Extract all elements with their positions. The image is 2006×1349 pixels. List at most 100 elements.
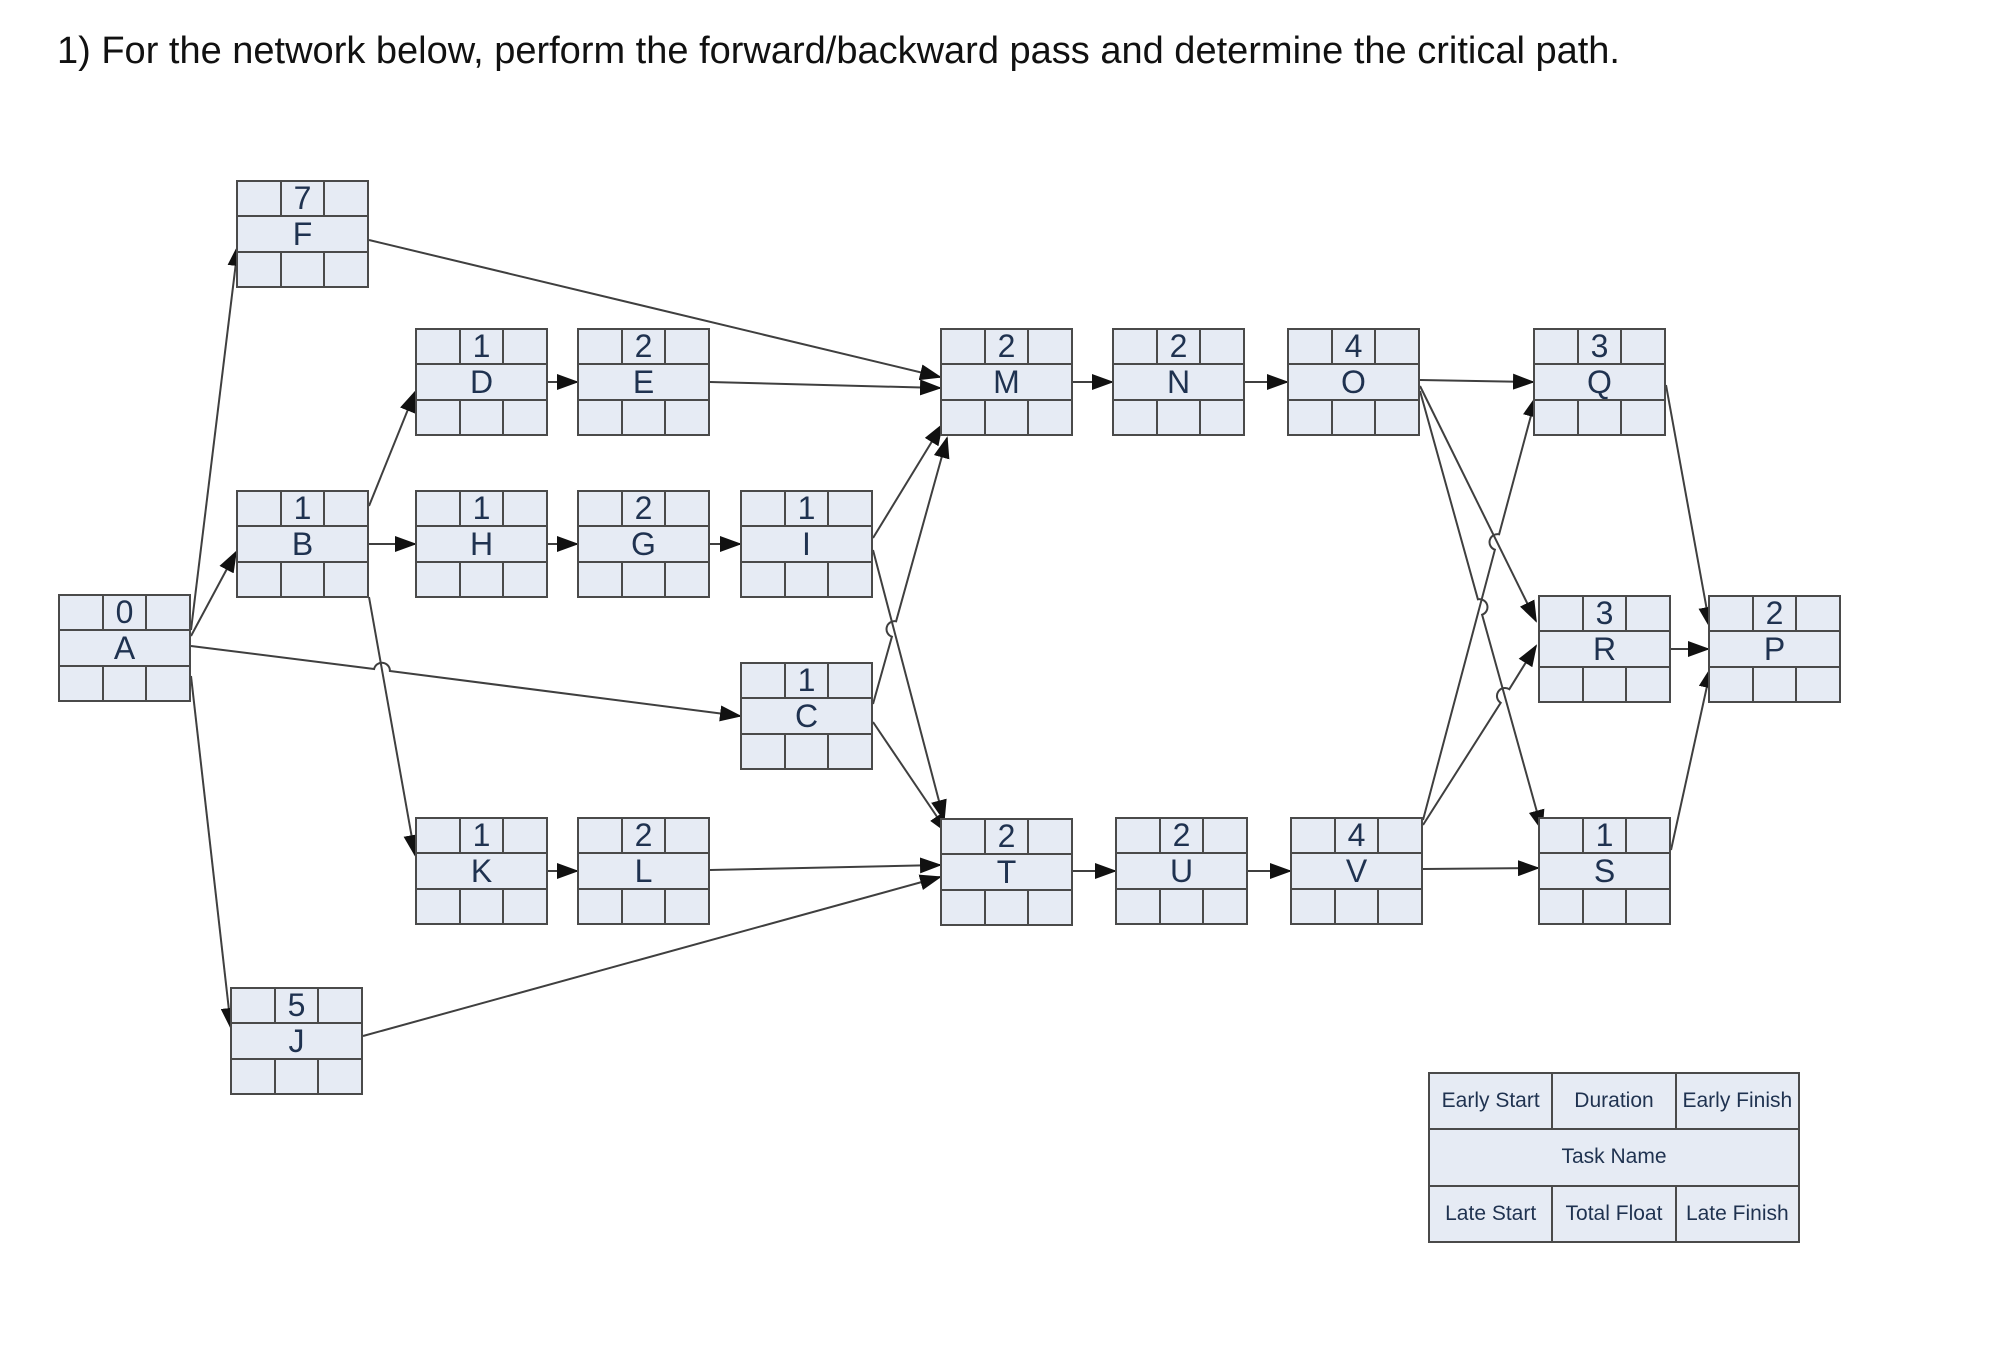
legend-early-start: Early Start bbox=[1430, 1074, 1552, 1129]
edge-V-R bbox=[1422, 644, 1538, 826]
cell-early-finish bbox=[325, 492, 367, 526]
cell-duration: 1 bbox=[460, 330, 503, 364]
cell-task-name: V bbox=[1292, 854, 1421, 888]
cell-duration: 2 bbox=[622, 330, 665, 364]
legend-duration: Duration bbox=[1553, 1074, 1675, 1129]
cell-early-finish bbox=[147, 596, 189, 630]
cell-early-start bbox=[1540, 819, 1582, 853]
cell-late-start bbox=[417, 562, 459, 596]
cell-duration: 2 bbox=[985, 820, 1028, 854]
cell-late-start bbox=[417, 400, 459, 434]
cell-early-finish bbox=[1627, 819, 1669, 853]
edge-B-K bbox=[368, 596, 420, 857]
cell-task-name: H bbox=[417, 527, 546, 561]
cell-total-float bbox=[785, 562, 828, 596]
cell-duration: 2 bbox=[1160, 819, 1203, 853]
cell-duration: 1 bbox=[785, 664, 828, 698]
cell-task-name: B bbox=[238, 527, 367, 561]
legend-late-finish: Late Finish bbox=[1676, 1186, 1798, 1241]
cell-task-name: A bbox=[60, 631, 189, 665]
cell-late-start bbox=[238, 252, 280, 286]
edge-V-Q bbox=[1422, 395, 1539, 821]
edge-I-M bbox=[872, 423, 944, 539]
edge-F-M bbox=[368, 239, 942, 381]
cell-late-start bbox=[579, 889, 621, 923]
cell-task-name: G bbox=[579, 527, 708, 561]
node-legend: Early Start Duration Early Finish Task N… bbox=[1428, 1072, 1800, 1243]
legend-task-name: Task Name bbox=[1430, 1130, 1798, 1185]
cell-late-finish bbox=[1379, 889, 1421, 923]
cell-late-start bbox=[1117, 889, 1159, 923]
cell-task-name: Q bbox=[1535, 365, 1664, 399]
legend-late-start: Late Start bbox=[1430, 1186, 1552, 1241]
cell-early-start bbox=[942, 330, 984, 364]
edge-L-T bbox=[709, 857, 942, 874]
cell-late-start bbox=[1540, 889, 1582, 923]
cell-late-start bbox=[1535, 400, 1577, 434]
cell-late-start bbox=[942, 890, 984, 924]
cell-duration: 1 bbox=[281, 492, 324, 526]
cell-late-finish bbox=[319, 1059, 361, 1093]
cell-early-start bbox=[742, 492, 784, 526]
cell-late-finish bbox=[1029, 400, 1071, 434]
cell-total-float bbox=[1160, 889, 1203, 923]
legend-early-finish: Early Finish bbox=[1676, 1074, 1798, 1129]
cell-early-finish bbox=[829, 492, 871, 526]
cell-total-float bbox=[785, 734, 828, 768]
cell-early-start bbox=[942, 820, 984, 854]
cell-task-name: T bbox=[942, 855, 1071, 889]
cell-task-name: P bbox=[1710, 632, 1839, 666]
edge-B-D bbox=[368, 390, 416, 507]
cell-late-finish bbox=[666, 562, 708, 596]
cell-late-start bbox=[1114, 400, 1156, 434]
edge-A-C bbox=[190, 645, 742, 722]
cell-total-float bbox=[460, 400, 503, 434]
cell-task-name: C bbox=[742, 699, 871, 733]
cell-late-finish bbox=[1627, 667, 1669, 701]
cell-total-float bbox=[1753, 667, 1796, 701]
cell-early-start bbox=[417, 330, 459, 364]
cell-total-float bbox=[985, 400, 1028, 434]
cell-total-float bbox=[281, 252, 324, 286]
cell-late-finish bbox=[666, 400, 708, 434]
cell-duration: 5 bbox=[275, 989, 318, 1023]
cell-early-start bbox=[60, 596, 102, 630]
edge-O-R bbox=[1419, 385, 1537, 623]
cell-early-finish bbox=[319, 989, 361, 1023]
cell-early-start bbox=[238, 492, 280, 526]
edge-C-T bbox=[872, 721, 950, 835]
edge-J-T bbox=[362, 874, 942, 1037]
exercise-title: 1) For the network below, perform the fo… bbox=[57, 30, 1620, 72]
cell-total-float bbox=[1583, 667, 1626, 701]
cell-late-start bbox=[742, 734, 784, 768]
cell-early-finish bbox=[504, 819, 546, 853]
cell-total-float bbox=[1335, 889, 1378, 923]
cell-task-name: D bbox=[417, 365, 546, 399]
cell-task-name: J bbox=[232, 1024, 361, 1058]
cell-late-start bbox=[1710, 667, 1752, 701]
cell-early-start bbox=[1292, 819, 1334, 853]
edge-O-S bbox=[1419, 390, 1545, 832]
